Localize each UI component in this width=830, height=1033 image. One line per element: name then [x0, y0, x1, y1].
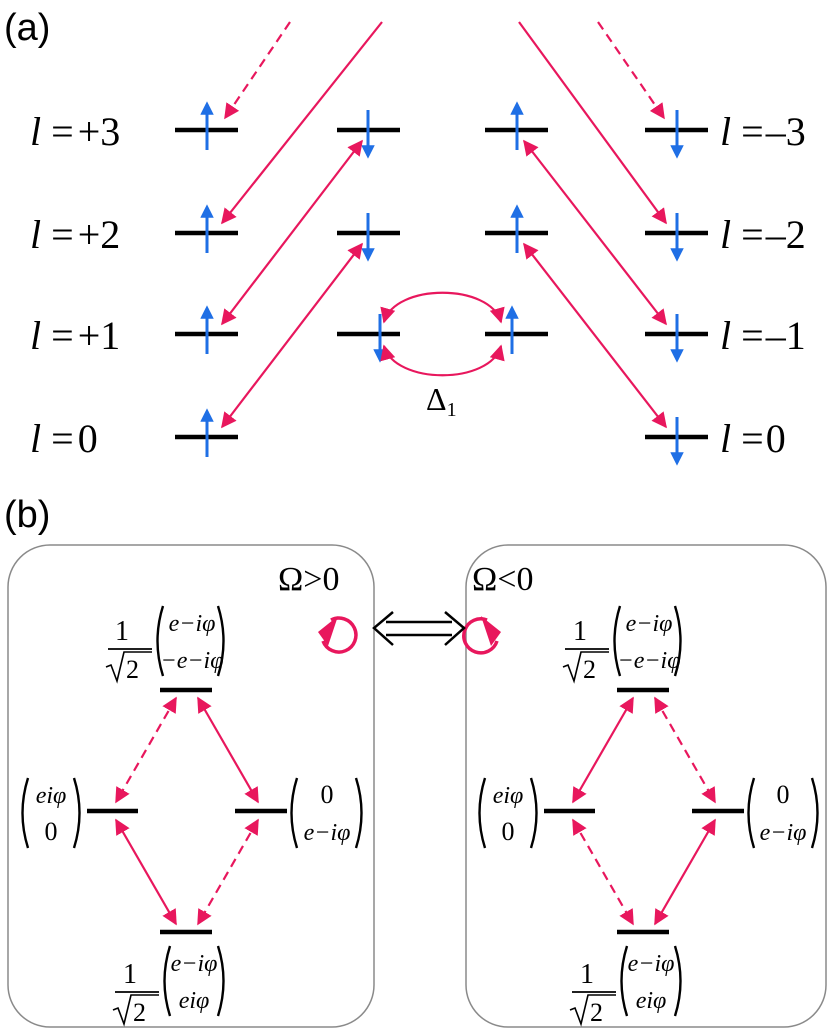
transition-arrow: [221, 21, 383, 225]
state-vector-left-left: eiφ 0: [21, 777, 81, 849]
omega-negative-box: [465, 544, 827, 1028]
level-label-right-4: l=0: [720, 416, 786, 461]
transition-dashed: [224, 21, 291, 120]
gap-loop-bottom: [380, 344, 505, 377]
gap-label: Δ1: [426, 381, 457, 421]
level-label-left-2: l=+2: [30, 212, 120, 257]
transition-arrow: [572, 696, 634, 804]
omega-negative-label: Ω<0: [472, 561, 533, 598]
state-vector-top-right: 1 2 e−iφ −e−iφ: [562, 605, 682, 684]
svg-text:2: 2: [133, 998, 146, 1027]
svg-text:e−iφ: e−iφ: [760, 820, 807, 846]
transition-dashed: [597, 21, 665, 120]
panel-b-label: (b): [4, 494, 50, 536]
svg-text:e−iφ: e−iφ: [628, 951, 675, 977]
level-label-right-2: l=–2: [720, 212, 806, 257]
svg-text:1: 1: [580, 959, 594, 990]
svg-text:eiφ: eiφ: [636, 988, 667, 1014]
svg-text:eiφ: eiφ: [179, 988, 210, 1014]
state-vector-top-left: 1 2 e−iφ −e−iφ: [105, 605, 225, 684]
svg-text:0: 0: [321, 780, 334, 809]
state-vector-right-right: 0 e−iφ: [747, 777, 819, 849]
clockwise-rotation-icon: [321, 616, 358, 654]
svg-text:eiφ: eiφ: [36, 783, 67, 809]
svg-text:2: 2: [583, 655, 596, 684]
svg-text:e−iφ: e−iφ: [169, 611, 216, 637]
svg-text:e−iφ: e−iφ: [626, 611, 673, 637]
level-label-left-3: l=+1: [30, 313, 120, 358]
transition-arrow: [197, 696, 259, 804]
svg-text:−e−iφ: −e−iφ: [618, 648, 681, 674]
state-vector-right-left: 0 e−iφ: [290, 777, 363, 849]
omega-positive-box: [7, 544, 375, 1028]
level-label-left-1: l=+3: [30, 109, 120, 154]
svg-text:2: 2: [590, 998, 603, 1027]
svg-text:1: 1: [123, 959, 137, 990]
svg-text:0: 0: [45, 817, 58, 846]
transition-arrow: [523, 242, 667, 429]
svg-text:1: 1: [573, 616, 587, 647]
equivalence-arrow-icon: [372, 611, 466, 646]
level-label-right-3: l=–1: [720, 313, 806, 358]
transition-dashed: [115, 696, 177, 804]
transition-dashed: [197, 818, 259, 926]
svg-text:0: 0: [502, 817, 515, 846]
level-label-right-1: l=–3: [720, 109, 806, 154]
state-vector-bottom-right: 1 2 e−iφ eiφ: [569, 945, 682, 1027]
omega-positive-label: Ω>0: [278, 561, 339, 598]
state-vector-bottom-left: 1 2 e−iφ eiφ: [112, 945, 225, 1027]
transition-arrow: [518, 21, 667, 225]
svg-text:e−iφ: e−iφ: [171, 951, 218, 977]
level-label-left-4: l=0: [30, 416, 98, 461]
transition-arrow: [221, 242, 363, 429]
svg-text:0: 0: [777, 780, 790, 809]
counterclockwise-rotation-icon: [462, 617, 499, 655]
transition-dashed: [572, 818, 634, 926]
svg-text:eiφ: eiφ: [493, 783, 524, 809]
state-vector-left-right: eiφ 0: [478, 777, 538, 849]
svg-text:1: 1: [115, 616, 129, 647]
gap-loop-top: [380, 291, 505, 324]
svg-text:−e−iφ: −e−iφ: [161, 648, 224, 674]
svg-text:2: 2: [126, 655, 139, 684]
transition-dashed: [654, 696, 716, 804]
transition-arrow: [654, 818, 716, 926]
transition-arrow: [115, 818, 177, 926]
svg-text:e−iφ: e−iφ: [304, 820, 351, 846]
panel-a-label: (a): [4, 7, 50, 49]
